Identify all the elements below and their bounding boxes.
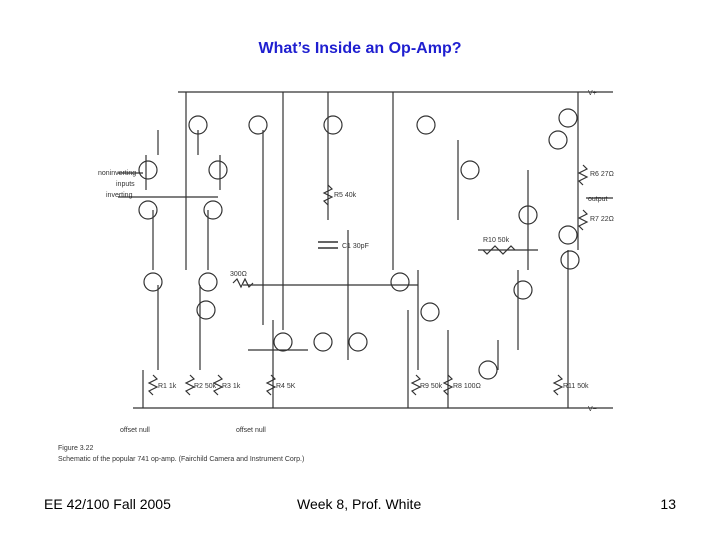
c1-label: C1 30pF: [342, 243, 369, 250]
resistor-r4: [265, 374, 277, 396]
resistor-300: [232, 277, 254, 289]
transistor-q15: [548, 130, 568, 150]
resistor-r5: [322, 184, 334, 206]
transistor-q3: [138, 200, 158, 220]
r4-label: R4 5K: [276, 383, 296, 390]
output-label: output: [588, 196, 608, 203]
transistor-q11: [313, 332, 333, 352]
op-amp-schematic: noninverting inputs inverting V+ V− outp…: [58, 90, 614, 463]
transistor-q22: [513, 280, 533, 300]
resistor-r7: [577, 209, 589, 231]
transistor-q17: [348, 332, 368, 352]
vminus-label: V−: [588, 406, 597, 413]
transistor-q13: [416, 115, 436, 135]
transistor-q14: [460, 160, 480, 180]
footer-week: Week 8, Prof. White: [297, 496, 422, 512]
transistor-q7: [196, 300, 216, 320]
figure-number: Figure 3.22: [58, 445, 94, 452]
r8-label: R8 100Ω: [453, 383, 481, 390]
r7-label: R7 22Ω: [590, 216, 614, 223]
transistor-q16: [558, 108, 578, 128]
offset-null-right-label: offset null: [236, 427, 266, 434]
r3-label: R3 1k: [222, 383, 241, 390]
transistor-q23: [558, 225, 578, 245]
transistor-q20: [518, 205, 538, 225]
transistor-q6: [198, 272, 218, 292]
transistor-q5: [143, 272, 163, 292]
r5-label: R5 40k: [334, 192, 357, 199]
footer-course: EE 42/100 Fall 2005: [44, 496, 171, 512]
transistor-q10: [273, 332, 293, 352]
r11-label: R11 50k: [563, 383, 589, 390]
transistor-q24: [478, 360, 498, 380]
r9-label: R9 50k: [420, 383, 443, 390]
resistor-r11: [552, 374, 564, 396]
noninverting-label: noninverting: [98, 170, 136, 177]
resistor-r2: [184, 374, 196, 396]
figure-caption: Schematic of the popular 741 op-amp. (Fa…: [58, 456, 304, 463]
vplus-label: V+: [588, 90, 597, 97]
resistor-r6: [577, 164, 589, 186]
slide-title: What’s Inside an Op-Amp?: [258, 40, 462, 57]
page-number: 13: [660, 496, 676, 512]
transistor-q4: [203, 200, 223, 220]
transistor-q8: [188, 115, 208, 135]
offset-null-left-label: offset null: [120, 427, 150, 434]
r2-label: R2 50k: [194, 383, 217, 390]
inputs-label: inputs: [116, 181, 135, 188]
transistor-q21: [560, 250, 580, 270]
transistor-q9: [248, 115, 268, 135]
r10-label: R10 50k: [483, 237, 510, 244]
resistor-r10: [482, 245, 516, 255]
transistor-q2: [208, 160, 228, 180]
resistor-r8: [442, 374, 454, 396]
r1-label: R1 1k: [158, 383, 177, 390]
transistor-q19: [420, 302, 440, 322]
transistor-q1: [138, 160, 158, 180]
r300-label: 300Ω: [230, 271, 247, 278]
transistor-q18: [390, 272, 410, 292]
inverting-label: inverting: [106, 192, 133, 199]
transistor-q12: [323, 115, 343, 135]
r6-label: R6 27Ω: [590, 171, 614, 178]
resistor-r3: [212, 374, 224, 396]
resistor-r1: [147, 374, 159, 396]
resistor-r9: [410, 374, 422, 396]
